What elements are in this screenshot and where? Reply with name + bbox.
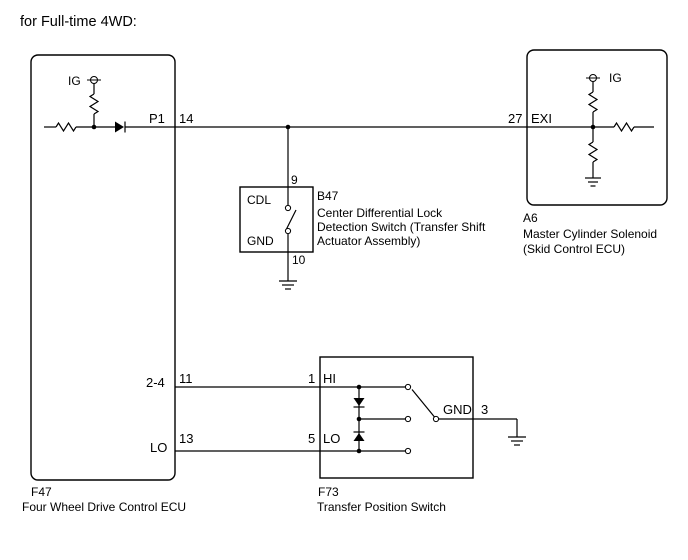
a6-exi-label: EXI xyxy=(531,111,552,126)
ecu-f47-box xyxy=(30,54,176,481)
f73-pin-1: 1 xyxy=(308,371,315,386)
f73-lo-label: LO xyxy=(323,431,340,446)
diagram-title: for Full-time 4WD: xyxy=(20,14,137,30)
ecu-code: F47 xyxy=(31,485,52,499)
a6-code: A6 xyxy=(523,211,538,225)
ecu-terminal-lo-label: LO xyxy=(150,440,167,455)
b47-name-line-3: Actuator Assembly) xyxy=(317,234,420,248)
ground-icon xyxy=(508,419,526,446)
a6-ig-label: IG xyxy=(609,71,622,85)
ecu-pin-13: 13 xyxy=(179,431,193,446)
b47-name-line-2: Detection Switch (Transfer Shift xyxy=(317,220,486,234)
ground-icon xyxy=(279,252,297,290)
ecu-ig-label: IG xyxy=(68,74,81,88)
b47-gnd-label: GND xyxy=(247,234,274,248)
b47-name-line-1: Center Differential Lock xyxy=(317,206,443,220)
ecu-name: Four Wheel Drive Control ECU xyxy=(22,500,186,514)
a6-internal-circuit xyxy=(527,121,654,187)
b47-code: B47 xyxy=(317,189,339,203)
ecu-pin-14: 14 xyxy=(179,111,193,126)
ecu-terminal-p1-label: P1 xyxy=(149,111,165,126)
f73-pin-5: 5 xyxy=(308,431,315,446)
a6-pin-27: 27 xyxy=(508,111,522,126)
f73-code: F73 xyxy=(318,485,339,499)
f73-pin-3: 3 xyxy=(481,402,488,417)
b47-cdl-label: CDL xyxy=(247,193,271,207)
f73-hi-label: HI xyxy=(323,371,336,386)
ecu-ig-source xyxy=(87,76,101,127)
ecu-terminal-2-4-label: 2-4 xyxy=(146,375,165,390)
a6-name-line-2: (Skid Control ECU) xyxy=(523,242,625,256)
ecu-internal-circuit xyxy=(44,121,175,133)
switch-b47-box xyxy=(239,186,314,253)
a6-ig-source xyxy=(586,74,600,142)
a6-name-line-1: Master Cylinder Solenoid xyxy=(523,227,657,241)
f73-switch-circuit xyxy=(320,383,473,455)
f73-name: Transfer Position Switch xyxy=(317,500,446,514)
f73-gnd-label: GND xyxy=(443,402,472,417)
switch-f73-box xyxy=(319,356,474,479)
ecu-pin-11: 11 xyxy=(179,371,193,386)
b47-pin-10: 10 xyxy=(292,253,306,267)
switch-b47-contact xyxy=(284,187,297,252)
b47-pin-9: 9 xyxy=(291,173,298,187)
